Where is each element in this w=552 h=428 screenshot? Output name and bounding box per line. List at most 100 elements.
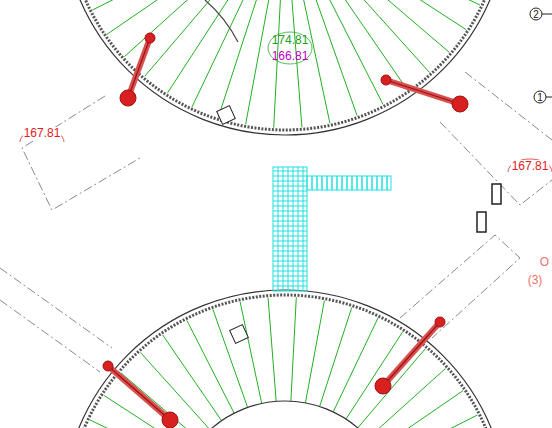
roof-rafter <box>274 0 281 128</box>
small-box <box>492 184 501 204</box>
elevation-label: 167.81 <box>511 160 550 173</box>
nozzle-pipe <box>108 366 170 420</box>
tank-wall-hatch <box>67 0 503 130</box>
grid-number: 1 <box>536 91 544 104</box>
roof-rafter <box>240 302 262 404</box>
stair-tread <box>386 176 388 190</box>
tank-wall <box>62 0 508 135</box>
roof-rafter <box>358 349 426 428</box>
roof-rafter <box>305 301 324 403</box>
grid-line <box>542 14 552 15</box>
stair-tread <box>341 176 343 190</box>
elevation-bubble <box>508 159 552 172</box>
stair <box>307 176 391 190</box>
roof-rafter <box>350 0 450 52</box>
stair-tread <box>346 176 348 190</box>
grating <box>298 167 299 291</box>
grating <box>293 167 294 291</box>
roof-rafter <box>368 368 445 428</box>
grid-bubble <box>534 91 546 103</box>
flange <box>162 412 178 428</box>
stair-tread <box>316 176 318 190</box>
platform <box>273 167 307 291</box>
stair-tread <box>331 176 333 190</box>
roof-rafter <box>93 0 210 10</box>
roof-rafter <box>313 0 357 116</box>
stair-tread <box>311 176 313 190</box>
flange <box>120 90 136 106</box>
roof-rafter <box>167 0 238 93</box>
roof-rafter <box>107 0 215 34</box>
grid-line <box>546 97 552 98</box>
grating <box>278 167 279 291</box>
dash-outline <box>0 268 112 348</box>
stair-tread <box>336 176 338 190</box>
nozzle-pipe <box>383 322 440 386</box>
roof-rafter <box>163 335 222 421</box>
inner-ring <box>173 401 397 428</box>
stair-tread <box>381 176 383 190</box>
roof-rafter <box>268 298 276 402</box>
flange <box>103 361 113 371</box>
manhole <box>217 106 236 125</box>
flange <box>452 96 468 112</box>
dash-outline <box>440 122 552 205</box>
dash-outline <box>0 300 100 372</box>
roof-rafter <box>356 0 466 30</box>
stair-tread <box>366 176 368 190</box>
roof-rafter <box>140 352 210 428</box>
roof-rafter <box>187 321 234 414</box>
grating <box>283 167 284 291</box>
nozzle-pipe <box>128 38 150 98</box>
roof-rafter <box>246 0 270 124</box>
nozzle-pipe <box>383 322 440 386</box>
tank-wall-hatch <box>67 295 503 428</box>
tank-group <box>62 0 508 428</box>
roof-rafter <box>320 308 352 407</box>
grating <box>303 167 304 291</box>
dash-outline <box>22 96 140 210</box>
note-text: (3) <box>527 274 544 287</box>
roof-rafter <box>377 391 463 428</box>
inner-ring <box>205 0 238 42</box>
roof-rafter <box>124 0 221 57</box>
nozzle-pipe <box>128 38 150 98</box>
equipment <box>103 33 468 428</box>
grid-bubble <box>530 8 542 20</box>
nozzle-pipe <box>386 80 460 104</box>
roof-rafter <box>385 415 478 428</box>
dash-outline <box>465 72 552 140</box>
roof-rafter <box>333 0 407 90</box>
elevation-label: 167.81 <box>23 127 62 140</box>
stair-tread <box>356 176 358 190</box>
stair-tread <box>326 176 328 190</box>
roof-rafter <box>291 297 296 401</box>
tank-wall <box>62 290 508 428</box>
flange <box>145 33 155 43</box>
grid-markers <box>20 8 552 232</box>
stair-tread <box>361 176 363 190</box>
flange <box>381 75 391 85</box>
roof-rafter <box>192 0 248 107</box>
foundation-outline <box>0 72 552 372</box>
flange <box>435 317 445 327</box>
elevation-bubble <box>268 32 312 64</box>
stair-tread <box>321 176 323 190</box>
elevation-label: 166.81 <box>271 50 310 63</box>
roof-rafter <box>213 309 248 407</box>
flange <box>375 378 391 394</box>
roof-rafter <box>218 0 258 117</box>
stair-tread <box>376 176 378 190</box>
small-box <box>477 212 486 232</box>
grid-number: 2 <box>532 8 540 21</box>
roof-rafter <box>342 0 430 73</box>
nozzle-pipe <box>386 80 460 104</box>
stair-tread <box>351 176 353 190</box>
elevation-label: 174.81 <box>271 34 310 47</box>
roof-rafter <box>333 318 378 412</box>
manhole <box>230 325 249 344</box>
grating <box>288 167 289 291</box>
roof-rafter <box>121 373 200 428</box>
